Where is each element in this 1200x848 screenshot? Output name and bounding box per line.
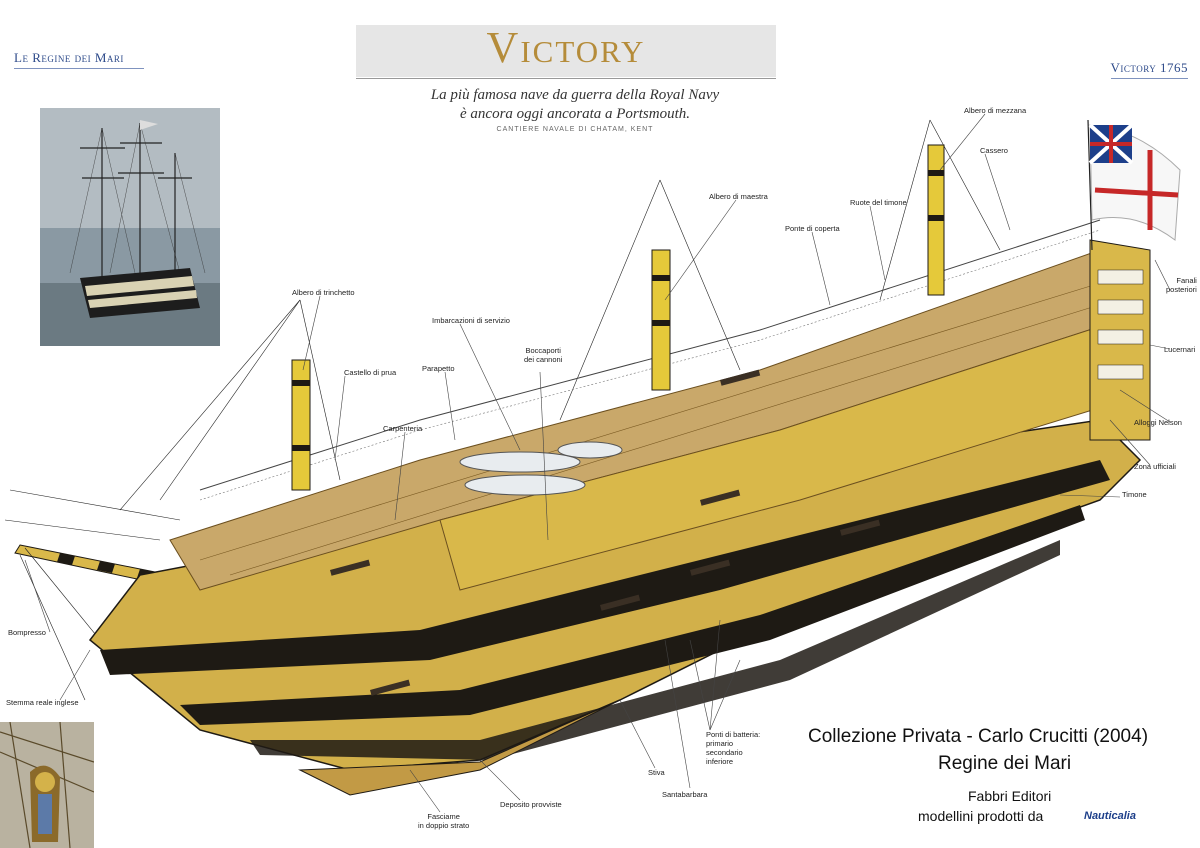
label-ponti-line-3: secondario bbox=[706, 748, 743, 757]
label-boccaporti-line-2: dei cannoni bbox=[524, 355, 563, 364]
label-zona-ufficiali: Zona ufficiali bbox=[1134, 462, 1176, 471]
label-ponte-coperta: Ponte di coperta bbox=[785, 224, 840, 233]
label-ponti-line-4: inferiore bbox=[706, 757, 734, 766]
label-fasciame: Fasciame in doppio strato bbox=[418, 812, 469, 830]
label-bompresso: Bompresso bbox=[8, 628, 46, 637]
label-lucernari: Lucernari bbox=[1164, 345, 1196, 354]
ship-photo-illustration bbox=[40, 108, 220, 346]
stern-gallery bbox=[1089, 239, 1151, 441]
label-fanali-line-2: posteriori bbox=[1166, 285, 1197, 294]
label-alloggi-nelson: Alloggi Nelson bbox=[1134, 418, 1182, 427]
credit-collection: Collezione Privata - Carlo Crucitti (200… bbox=[808, 726, 1149, 747]
label-deposito-provviste: Deposito provviste bbox=[500, 800, 562, 809]
label-boccaporti-line-1: Boccaporti bbox=[525, 346, 561, 355]
service-boats bbox=[459, 441, 623, 496]
header-right: Victory 1765 bbox=[1110, 60, 1188, 79]
label-santabarbara: Santabarbara bbox=[662, 790, 708, 799]
label-timone: Timone bbox=[1122, 490, 1147, 499]
nauticalia-logo: Nauticalia bbox=[1084, 810, 1136, 822]
leader-lines bbox=[24, 113, 1171, 813]
label-carpenteria: Carpenteria bbox=[383, 424, 423, 433]
label-ruote-timone: Ruote del timone bbox=[850, 198, 907, 207]
title-rule bbox=[356, 78, 776, 79]
header-left: Le Regine dei Mari bbox=[14, 50, 144, 69]
label-albero-maestra: Albero di maestra bbox=[709, 192, 768, 201]
label-albero-trinchetto: Albero di trinchetto bbox=[292, 288, 355, 297]
label-castello-prua: Castello di prua bbox=[344, 368, 397, 377]
label-fanali-line-1: Fanali bbox=[1176, 276, 1197, 285]
cannons bbox=[329, 369, 881, 696]
label-imbarcazioni: Imbarcazioni di servizio bbox=[432, 316, 510, 325]
label-ponti-line-2: primario bbox=[706, 739, 734, 748]
label-boccaporti: Boccaporti dei cannoni bbox=[524, 346, 562, 364]
credit-series: Regine dei Mari bbox=[938, 753, 1072, 774]
label-fanali: Fanali posteriori bbox=[1166, 276, 1197, 294]
shipyard-caption: CANTIERE NAVALE DI CHATAM, KENT bbox=[496, 126, 654, 133]
subtitle: La più famosa nave da guerra della Royal… bbox=[380, 86, 770, 124]
title-band bbox=[356, 25, 776, 77]
label-stemma-reale: Stemma reale inglese bbox=[6, 698, 79, 707]
label-parapetto: Parapetto bbox=[422, 364, 455, 373]
credit-producer: modellini prodotti da bbox=[918, 808, 1044, 824]
label-ponti-line-1: Ponti di batteria: bbox=[706, 730, 761, 739]
white-ensign-flag bbox=[1087, 119, 1181, 251]
figurehead-illustration bbox=[0, 722, 94, 848]
label-albero-mezzana: Albero di mezzana bbox=[964, 106, 1027, 115]
page-title: Victory bbox=[486, 23, 646, 72]
label-stiva: Stiva bbox=[648, 768, 665, 777]
ship-photo bbox=[40, 108, 220, 346]
label-ponti-batteria: Ponti di batteria: primario secondario i… bbox=[706, 730, 760, 766]
subtitle-line-2: è ancora oggi ancorata a Portsmouth. bbox=[460, 106, 690, 122]
credit-publisher: Fabbri Editori bbox=[968, 788, 1052, 804]
label-cassero: Cassero bbox=[980, 146, 1008, 155]
masts bbox=[291, 144, 945, 491]
label-fasciame-line-2: in doppio strato bbox=[418, 821, 470, 830]
subtitle-line-1: La più famosa nave da guerra della Royal… bbox=[430, 87, 720, 103]
figurehead-photo bbox=[0, 722, 94, 848]
label-fasciame-line-1: Fasciame bbox=[427, 812, 460, 821]
